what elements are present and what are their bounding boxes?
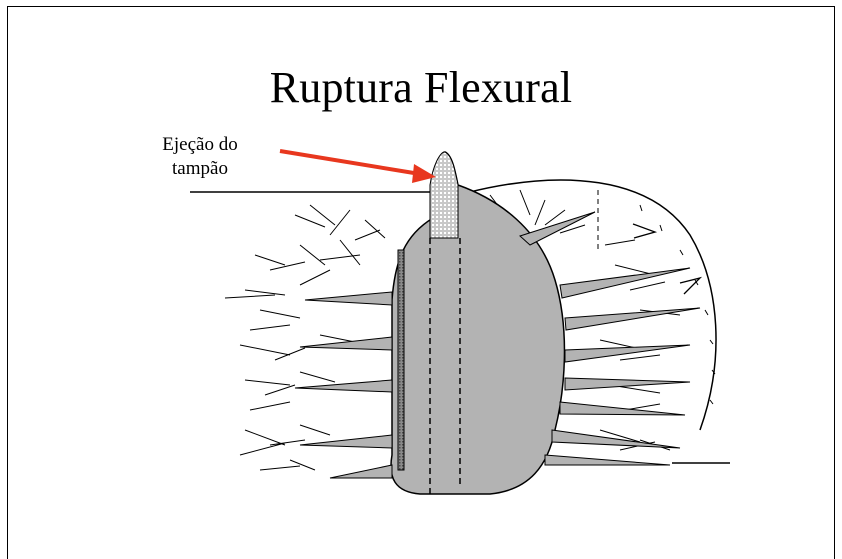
plug-core <box>430 152 458 238</box>
ejection-arrow-shaft <box>280 151 420 174</box>
left-fractures <box>295 292 392 478</box>
outer-arc-ticks <box>640 205 715 404</box>
delta-mark-2 <box>680 278 700 294</box>
delta-mark-1 <box>633 224 655 238</box>
left-lining <box>398 250 404 470</box>
rock-body <box>391 152 565 494</box>
